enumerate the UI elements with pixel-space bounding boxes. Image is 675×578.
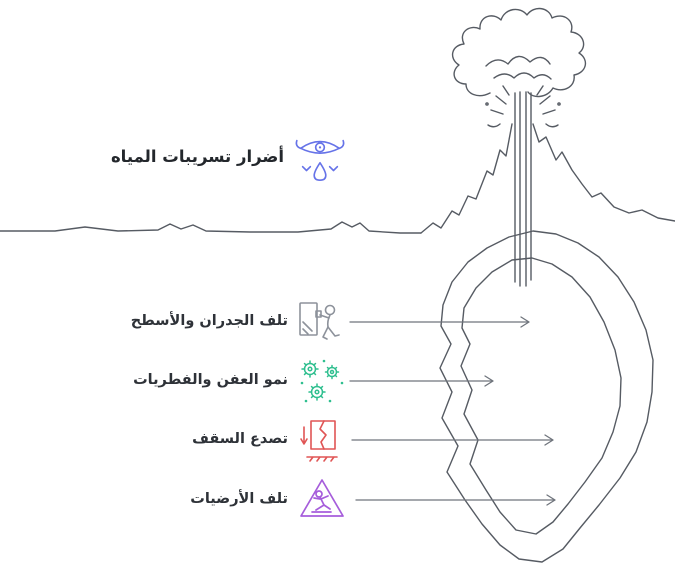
spray-drop-right bbox=[557, 102, 561, 106]
ground-line bbox=[0, 221, 422, 234]
tree-foliage-squiggle-2 bbox=[493, 72, 552, 80]
ceiling-crack-icon bbox=[300, 420, 338, 462]
wall-surface-damage-icon bbox=[299, 302, 340, 340]
tree-foliage bbox=[451, 7, 587, 98]
legend-row-wall-damage: تلف الجدران والأسطح bbox=[0, 296, 347, 348]
floor-damage-label: تلف الأرضيات bbox=[190, 491, 288, 508]
arrow-ceiling-crack bbox=[351, 434, 554, 446]
floor-damage-icon bbox=[300, 479, 344, 517]
mold-growth-icon bbox=[300, 359, 344, 403]
ceiling-crack-label: تصدع السقف bbox=[192, 431, 288, 448]
legend-row-ceiling-crack: تصدع السقف bbox=[0, 414, 347, 466]
legend-row-floor-damage: تلف الأرضيات bbox=[0, 474, 347, 526]
water-spray-left bbox=[487, 85, 510, 128]
arrow-mold-growth bbox=[349, 375, 494, 387]
tree-foliage-squiggle-1 bbox=[485, 55, 551, 67]
legend-title-row: أضرار تسريبات المياه bbox=[0, 127, 347, 187]
water-leak-icon bbox=[295, 139, 345, 181]
landscape-lines bbox=[0, 7, 675, 563]
mountain-right bbox=[532, 123, 675, 222]
spray-drop-left bbox=[485, 102, 489, 106]
pointer-arrows bbox=[349, 316, 556, 506]
arrow-floor-damage bbox=[355, 494, 556, 506]
legend-row-mold-growth: نمو العفن والفطريات bbox=[0, 355, 347, 407]
arrow-wall-damage bbox=[349, 316, 530, 328]
mountain-left bbox=[420, 123, 513, 234]
underground-mass-inner bbox=[460, 257, 622, 535]
underground-mass-outer bbox=[439, 230, 654, 563]
tree-trunk-lines bbox=[514, 91, 532, 287]
water-spray-right bbox=[536, 85, 559, 128]
mold-growth-label: نمو العفن والفطريات bbox=[133, 372, 288, 389]
wall-damage-label: تلف الجدران والأسطح bbox=[130, 313, 288, 330]
diagram-title: أضرار تسريبات المياه bbox=[110, 147, 284, 167]
